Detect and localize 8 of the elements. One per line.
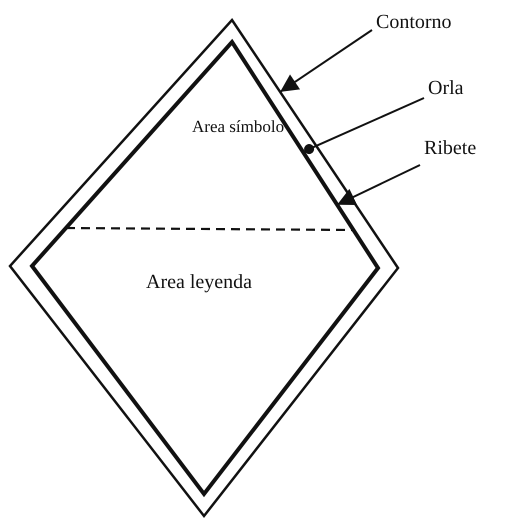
callout-label: Contorno xyxy=(376,12,452,32)
callout-label: Ribete xyxy=(424,138,476,158)
arrow xyxy=(280,29,373,93)
arrow xyxy=(336,164,420,206)
callout-label: Orla xyxy=(428,78,464,98)
area-label: Area símbolo xyxy=(192,118,284,135)
leader-line xyxy=(304,97,424,154)
area-label: Area leyenda xyxy=(146,272,252,292)
